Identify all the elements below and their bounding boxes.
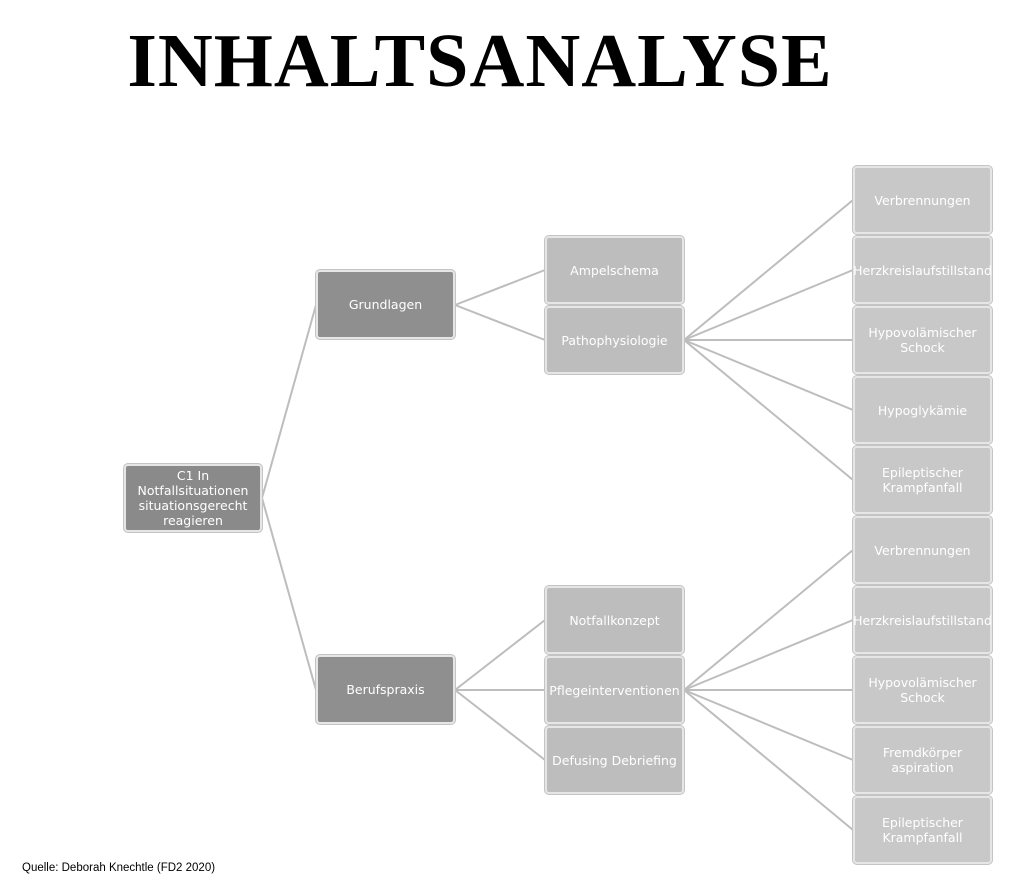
- node-notfallkonzept: Notfallkonzept: [545, 586, 684, 654]
- leaf-herzkreislaufstillstand: Herzkreislaufstillstand: [853, 586, 992, 654]
- leaf-herzkreislaufstillstand: Herzkreislaufstillstand: [853, 236, 992, 304]
- page-title: INHALTSANALYSE: [127, 19, 833, 103]
- source-caption: Quelle: Deborah Knechtle (FD2 2020): [22, 862, 216, 874]
- leaf-fremdkoerper-aspiration: Fremdkörper aspiration: [853, 726, 992, 794]
- link-grundlagen-ampelschema: [454, 269, 546, 306]
- node-defusing-debriefing: Defusing Debriefing: [545, 726, 684, 794]
- link-root-grundlagen: [261, 304, 317, 499]
- node-pflegeinterventionen: Pflegeinterventionen: [545, 656, 684, 724]
- root-node: C1 In Notfallsituationen situationsgerec…: [124, 464, 262, 532]
- link-pflege-4: [683, 689, 854, 761]
- leaf-hypovolaemischer-schock: Hypovolämischer Schock: [853, 306, 992, 374]
- link-patho-1: [683, 199, 854, 341]
- leaf-epileptischer-krampfanfall: Epileptischer Krampfanfall: [853, 796, 992, 864]
- link-pflege-2: [683, 619, 854, 691]
- leaf-verbrennungen: Verbrennungen: [853, 166, 992, 234]
- leaf-hypovolaemischer-schock: Hypovolämischer Schock: [853, 656, 992, 724]
- link-grundlagen-pathophysiologie: [454, 304, 546, 341]
- link-patho-4: [683, 339, 854, 411]
- link-patho-5: [683, 339, 854, 481]
- link-pflege-5: [683, 689, 854, 831]
- leaf-epileptischer-krampfanfall: Epileptischer Krampfanfall: [853, 446, 992, 514]
- link-berufspraxis-notfallkonzept: [454, 619, 546, 691]
- leaf-hypoglykaemie: Hypoglykämie: [853, 376, 992, 444]
- link-patho-2: [683, 269, 854, 341]
- link-berufspraxis-defusing: [454, 689, 546, 761]
- link-root-berufspraxis: [261, 497, 317, 691]
- link-pflege-1: [683, 549, 854, 691]
- node-berufspraxis: Berufspraxis: [316, 655, 455, 724]
- leaf-verbrennungen: Verbrennungen: [853, 516, 992, 584]
- node-ampelschema: Ampelschema: [545, 236, 684, 304]
- node-pathophysiologie: Pathophysiologie: [545, 306, 684, 374]
- node-grundlagen: Grundlagen: [316, 270, 455, 339]
